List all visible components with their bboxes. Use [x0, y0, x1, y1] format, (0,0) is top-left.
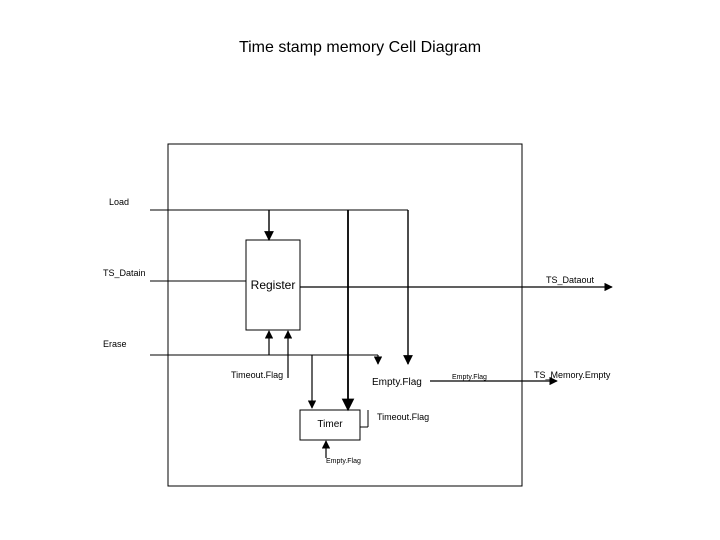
timer-block	[299, 409, 361, 441]
load-label: Load	[109, 197, 129, 207]
ts-datain-label: TS_Datain	[103, 268, 146, 278]
diagram-title: Time stamp memory Cell Diagram	[239, 39, 481, 56]
ts-memory-empty-label: TS_Memory.Empty	[534, 370, 611, 380]
timer-label: Timer	[317, 419, 343, 430]
empty-flag-small-label: Empty.Flag	[452, 374, 487, 381]
cell-boundary	[167, 143, 523, 487]
timeout-flag-right-label: Timeout.Flag	[377, 412, 429, 422]
register-label: Register	[251, 278, 296, 292]
timeout-flag-left-label: Timeout.Flag	[231, 370, 283, 380]
ts-dataout-label: TS_Dataout	[546, 275, 595, 285]
empty-flag-block-label: Empty.Flag	[372, 377, 422, 388]
empty-flag-bottom-label: Empty.Flag	[326, 458, 361, 465]
erase-label: Erase	[103, 339, 127, 349]
